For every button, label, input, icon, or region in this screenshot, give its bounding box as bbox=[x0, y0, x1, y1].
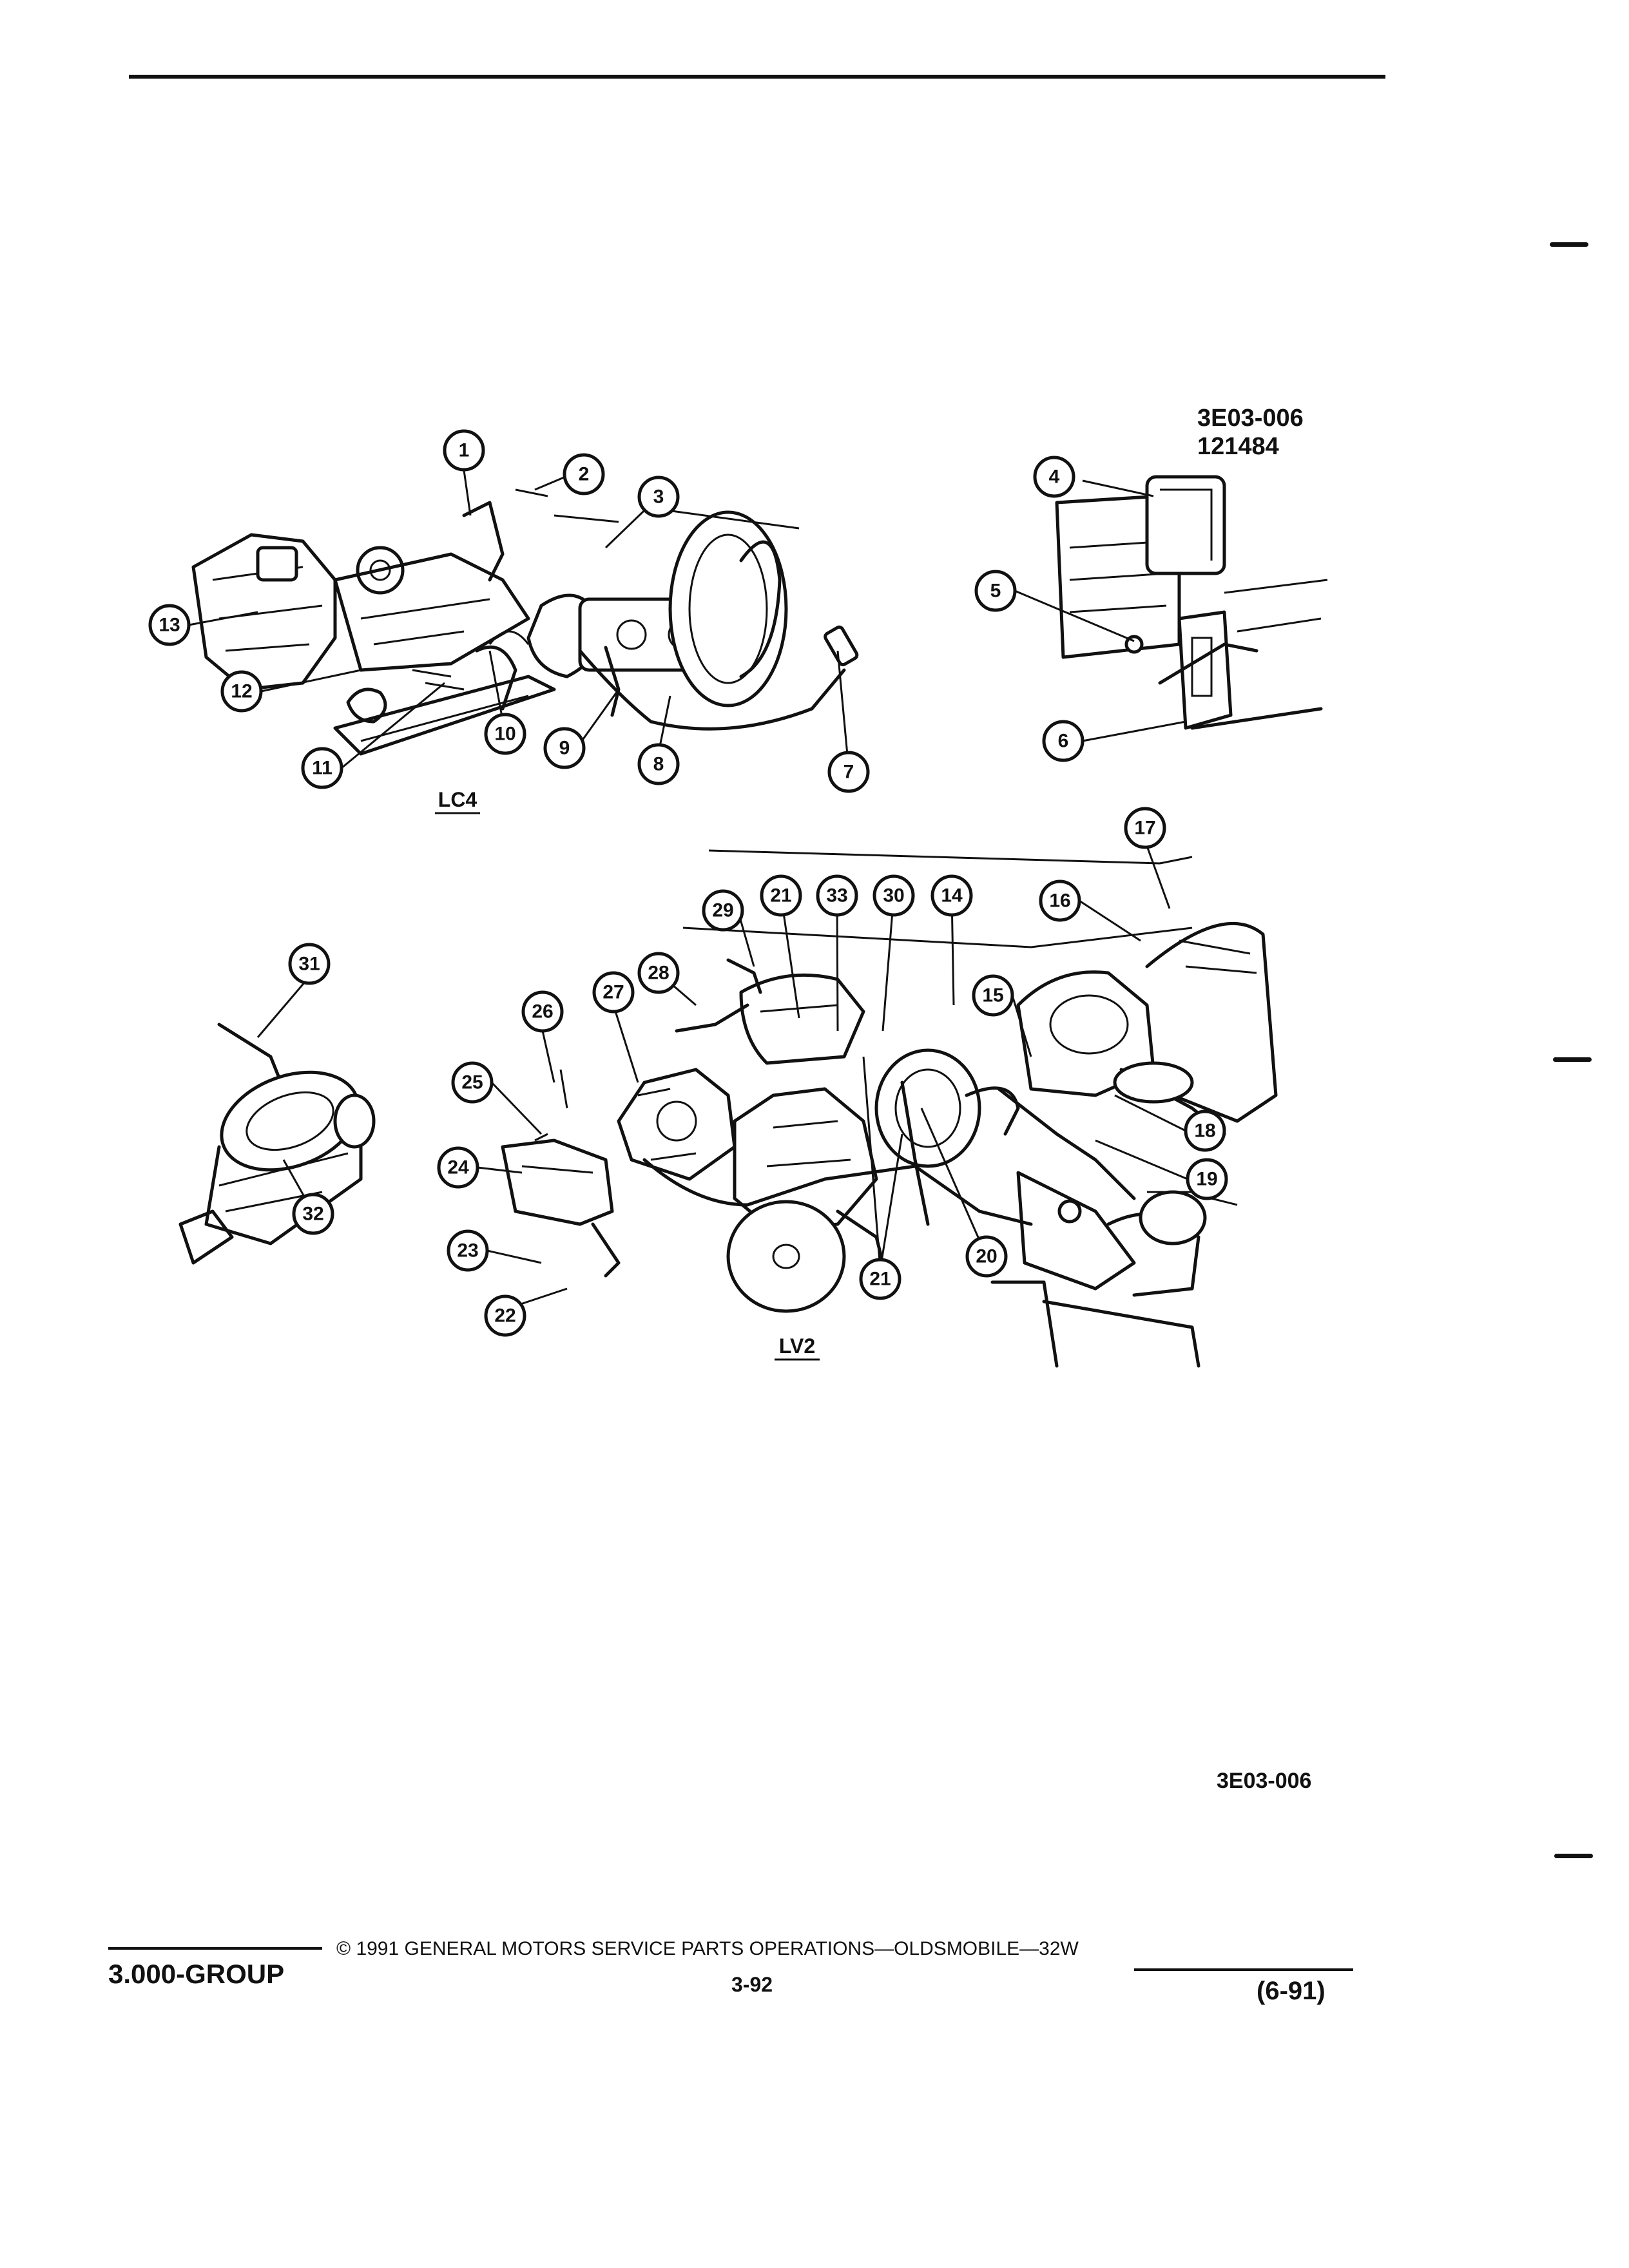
svg-text:13: 13 bbox=[159, 615, 180, 636]
svg-text:11: 11 bbox=[312, 758, 333, 779]
callout-6: 6 bbox=[1042, 720, 1084, 762]
footer-group: 3.000-GROUP bbox=[108, 1959, 285, 1989]
bracket-assembly-illustration bbox=[1055, 475, 1328, 730]
svg-text:25: 25 bbox=[461, 1072, 483, 1093]
figure-ref-bottom: 3E03-006 bbox=[1217, 1769, 1312, 1793]
svg-text:33: 33 bbox=[826, 885, 847, 907]
callout-26: 26 bbox=[521, 990, 564, 1033]
engine-label-lc4: LC4 bbox=[438, 788, 477, 811]
callout-3: 3 bbox=[637, 476, 680, 518]
callout-5: 5 bbox=[974, 570, 1017, 612]
footer-page-number: 3-92 bbox=[731, 1973, 773, 1996]
svg-text:27: 27 bbox=[602, 982, 624, 1003]
svg-text:32: 32 bbox=[302, 1204, 323, 1225]
svg-text:5: 5 bbox=[990, 581, 1001, 602]
svg-text:22: 22 bbox=[494, 1305, 516, 1327]
callout-21-upper: 21 bbox=[760, 874, 802, 917]
svg-text:14: 14 bbox=[941, 885, 963, 907]
callout-33: 33 bbox=[816, 874, 858, 917]
svg-text:31: 31 bbox=[298, 954, 320, 975]
svg-text:24: 24 bbox=[447, 1157, 469, 1178]
callout-14: 14 bbox=[930, 874, 973, 917]
footer-copyright: © 1991 GENERAL MOTORS SERVICE PARTS OPER… bbox=[336, 1938, 1079, 1959]
callout-4: 4 bbox=[1033, 456, 1075, 498]
callout-2: 2 bbox=[563, 453, 605, 495]
svg-text:2: 2 bbox=[579, 464, 590, 485]
svg-text:1: 1 bbox=[459, 440, 470, 461]
edge-mark bbox=[1554, 1854, 1593, 1858]
svg-text:4: 4 bbox=[1049, 466, 1060, 488]
top-rule bbox=[129, 75, 1385, 79]
footer-rule-right bbox=[1134, 1968, 1353, 1971]
svg-text:30: 30 bbox=[883, 885, 904, 907]
callout-31: 31 bbox=[288, 943, 331, 985]
callout-25: 25 bbox=[451, 1061, 494, 1104]
footer-date-code: (6-91) bbox=[1257, 1977, 1325, 2005]
svg-text:17: 17 bbox=[1134, 818, 1155, 839]
svg-text:28: 28 bbox=[648, 963, 669, 984]
svg-text:21: 21 bbox=[869, 1269, 891, 1290]
coil-illustration bbox=[178, 1023, 376, 1265]
callout-24: 24 bbox=[437, 1146, 479, 1189]
callout-12: 12 bbox=[220, 670, 263, 713]
callout-9: 9 bbox=[543, 727, 586, 769]
svg-text:20: 20 bbox=[976, 1246, 997, 1267]
svg-text:8: 8 bbox=[653, 754, 664, 775]
svg-text:15: 15 bbox=[982, 985, 1003, 1006]
svg-text:26: 26 bbox=[532, 1001, 553, 1023]
footer-rule-left bbox=[108, 1947, 322, 1950]
callout-29: 29 bbox=[702, 889, 744, 932]
svg-text:3: 3 bbox=[653, 486, 664, 508]
lc4-assembly-illustration bbox=[191, 488, 859, 756]
engine-label-lv2: LV2 bbox=[779, 1334, 815, 1358]
svg-text:16: 16 bbox=[1049, 890, 1070, 912]
svg-text:7: 7 bbox=[843, 762, 854, 783]
callout-1: 1 bbox=[443, 429, 485, 472]
callout-8: 8 bbox=[637, 743, 680, 785]
svg-text:21: 21 bbox=[770, 885, 791, 907]
svg-text:19: 19 bbox=[1196, 1169, 1217, 1190]
callout-13: 13 bbox=[148, 604, 191, 646]
svg-text:9: 9 bbox=[559, 738, 570, 759]
callout-10: 10 bbox=[484, 713, 526, 755]
callout-7: 7 bbox=[827, 751, 870, 793]
callout-21-lower: 21 bbox=[859, 1258, 901, 1300]
figure-ref-date: 121484 bbox=[1197, 433, 1279, 460]
callout-18: 18 bbox=[1184, 1110, 1226, 1152]
callout-19: 19 bbox=[1186, 1158, 1228, 1200]
callout-15: 15 bbox=[972, 974, 1014, 1017]
svg-text:18: 18 bbox=[1194, 1120, 1215, 1142]
callout-23: 23 bbox=[447, 1229, 489, 1272]
edge-mark bbox=[1553, 1057, 1592, 1062]
callout-20: 20 bbox=[965, 1235, 1008, 1278]
svg-text:10: 10 bbox=[494, 724, 516, 745]
svg-text:29: 29 bbox=[712, 900, 733, 921]
svg-text:12: 12 bbox=[231, 681, 252, 702]
svg-text:6: 6 bbox=[1058, 731, 1069, 752]
svg-text:23: 23 bbox=[457, 1240, 478, 1262]
callout-27: 27 bbox=[592, 971, 635, 1014]
callout-11: 11 bbox=[301, 747, 343, 789]
callout-30: 30 bbox=[872, 874, 915, 917]
callout-28: 28 bbox=[637, 952, 680, 994]
callout-16: 16 bbox=[1039, 879, 1081, 922]
callout-22: 22 bbox=[484, 1294, 526, 1337]
edge-mark bbox=[1550, 242, 1588, 247]
callout-17: 17 bbox=[1124, 807, 1166, 849]
callout-32: 32 bbox=[292, 1193, 334, 1235]
figure-ref-top: 3E03-006 bbox=[1197, 405, 1304, 432]
